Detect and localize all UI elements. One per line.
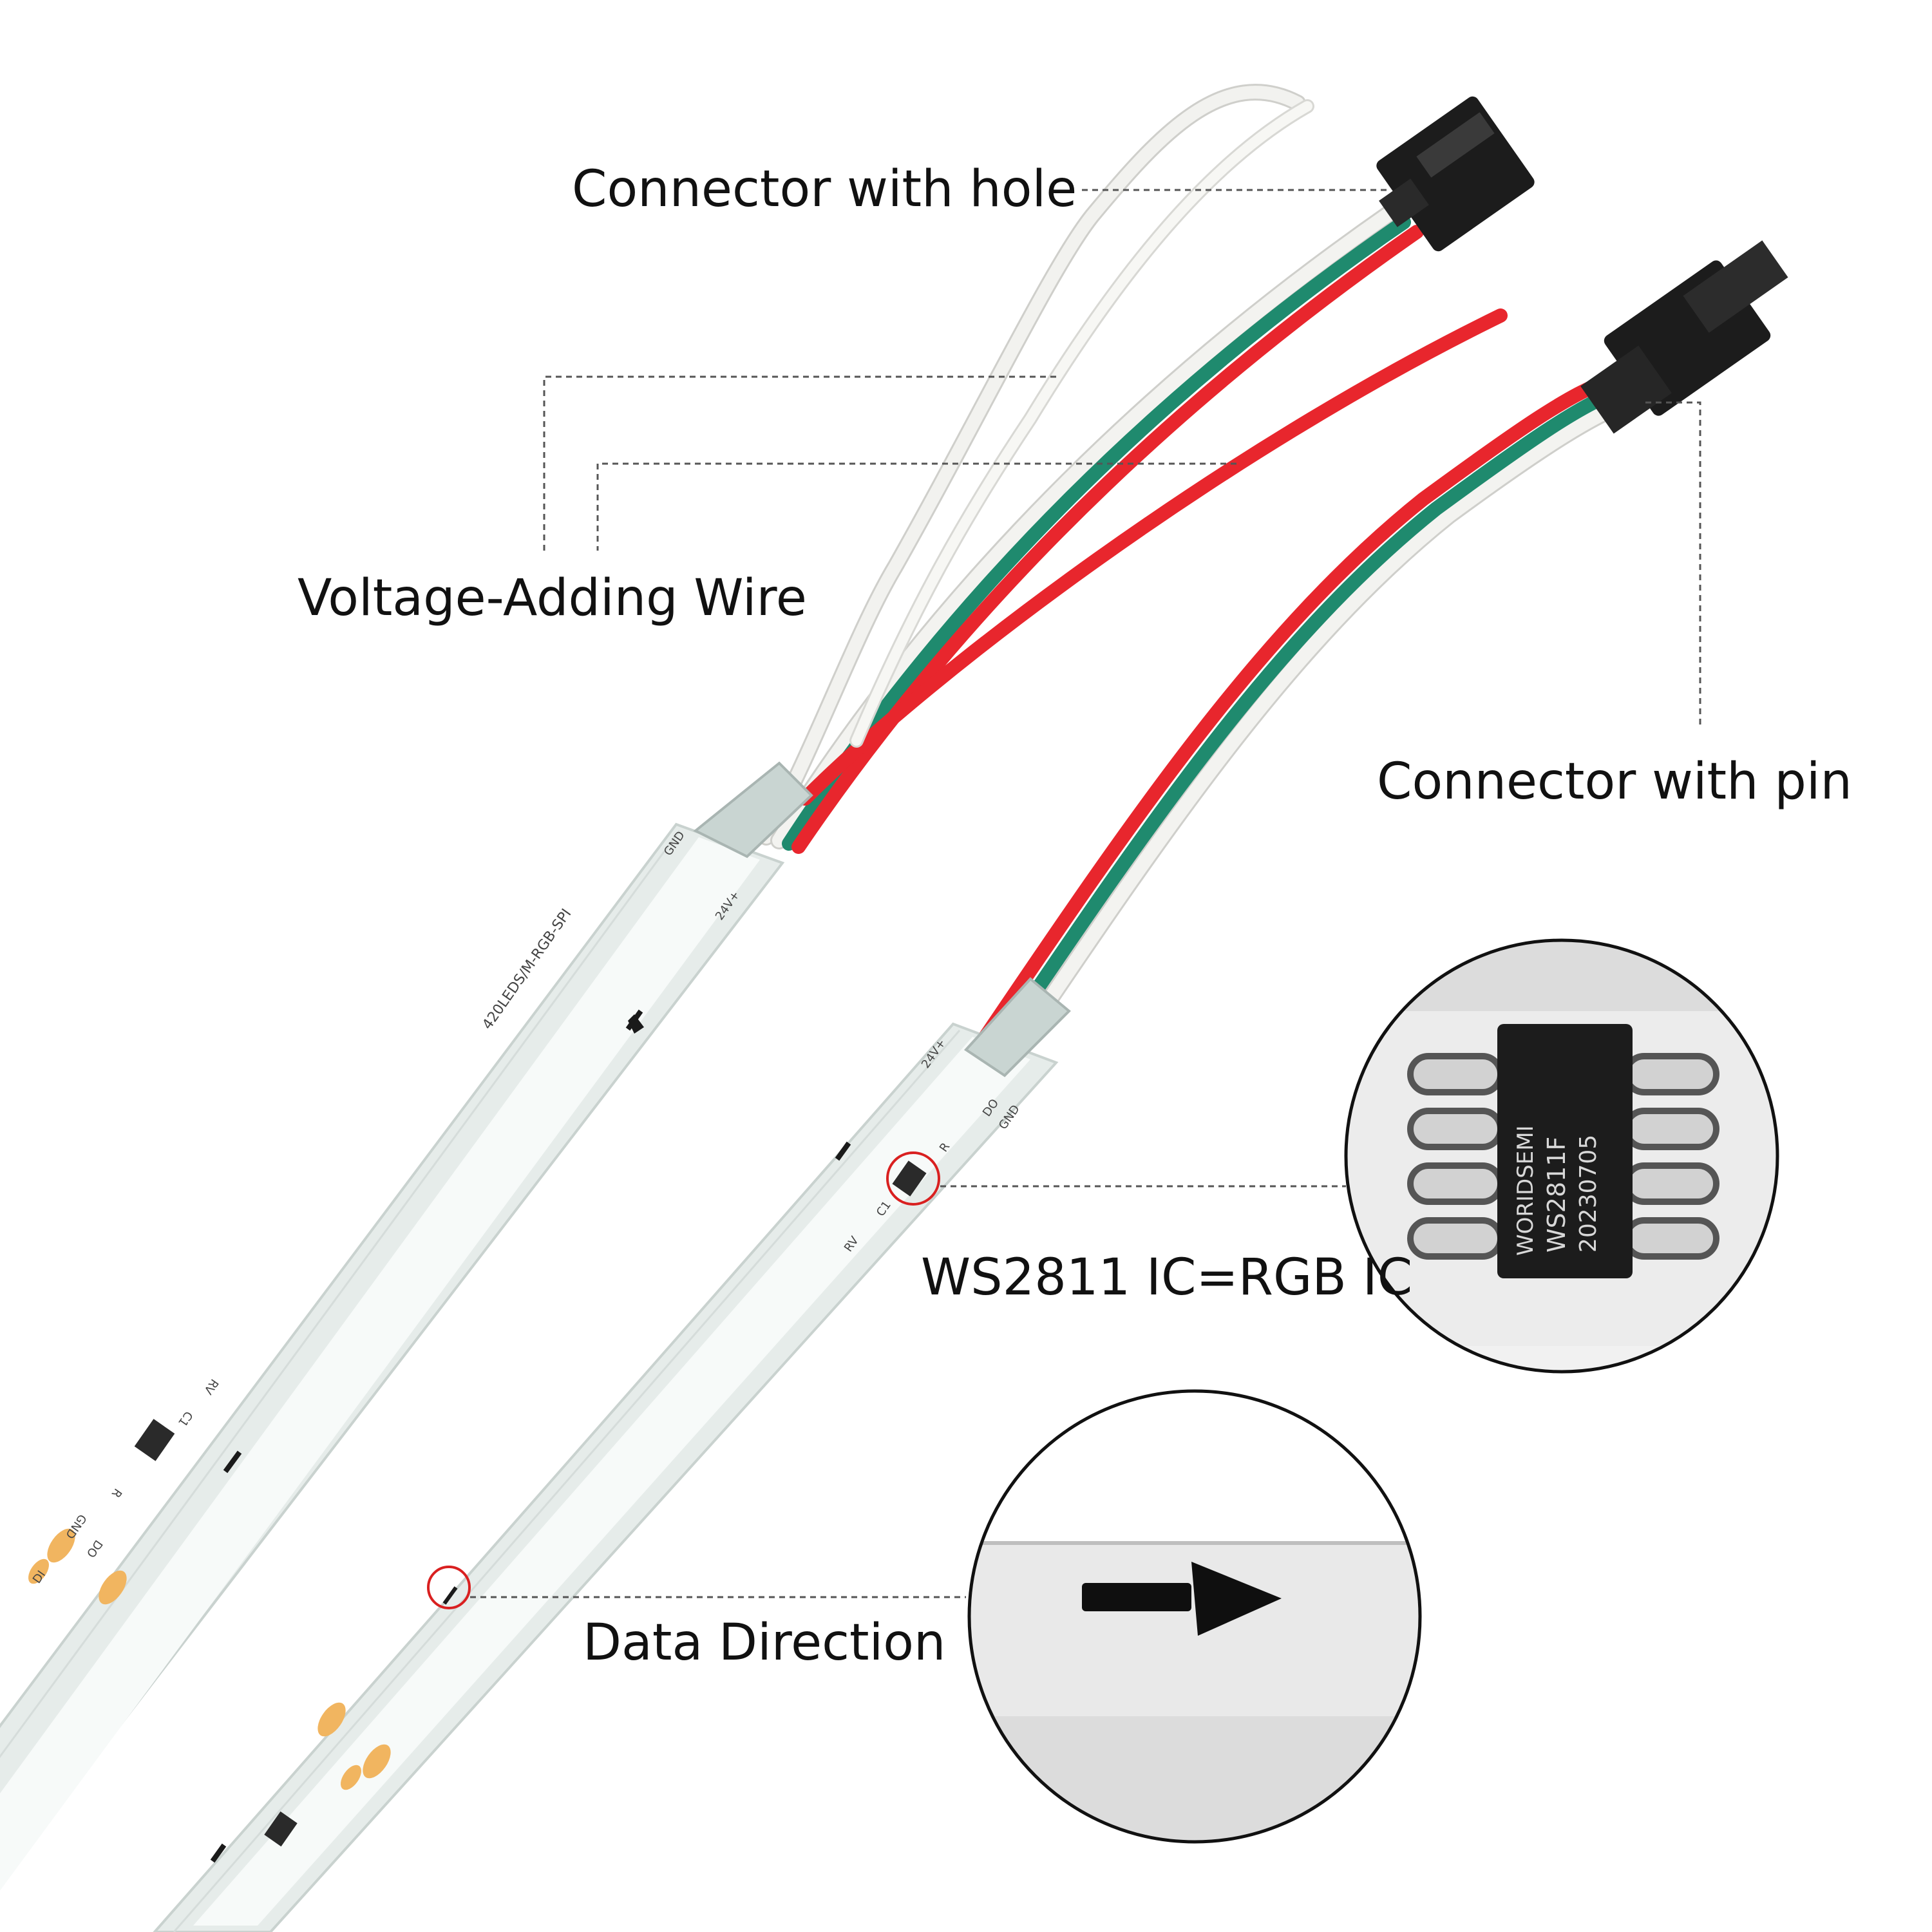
- connector-hole: [1376, 96, 1535, 252]
- strip-c1-text: C1: [175, 1408, 195, 1429]
- data-direction-label: Data Direction: [583, 1614, 946, 1672]
- leader-lines: [470, 189, 1701, 1598]
- chip-label-line1: WORIDSEMI: [1513, 1125, 1539, 1256]
- data-direction-arrow-icon: [1082, 1562, 1282, 1636]
- connector-pin-label: Connector with pin: [1377, 753, 1852, 811]
- voltage-wire-label: Voltage-Adding Wire: [298, 569, 807, 627]
- ws2811-label: WS2811 IC=RGB IC: [921, 1249, 1413, 1307]
- wire-bundle-left: [693, 84, 1508, 858]
- arrow-magnifier: [967, 1389, 1422, 1844]
- strip-rv-text: RV: [201, 1376, 221, 1397]
- connector-hole-label: Connector with hole: [572, 160, 1077, 218]
- strip-do-text: DO: [84, 1537, 105, 1560]
- strip-r-text: R: [109, 1486, 124, 1500]
- connector-pin: [1580, 240, 1788, 434]
- chip-label-line3: 20230705: [1575, 1135, 1602, 1253]
- arrow-highlight-circle: [427, 1566, 471, 1609]
- wire-bundle-right: [963, 373, 1645, 1077]
- chip-highlight-circle: [886, 1151, 940, 1206]
- chip-label-line2: WS2811F: [1542, 1137, 1571, 1253]
- chip-magnifier: WORIDSEMI WS2811F 20230705: [1344, 938, 1779, 1374]
